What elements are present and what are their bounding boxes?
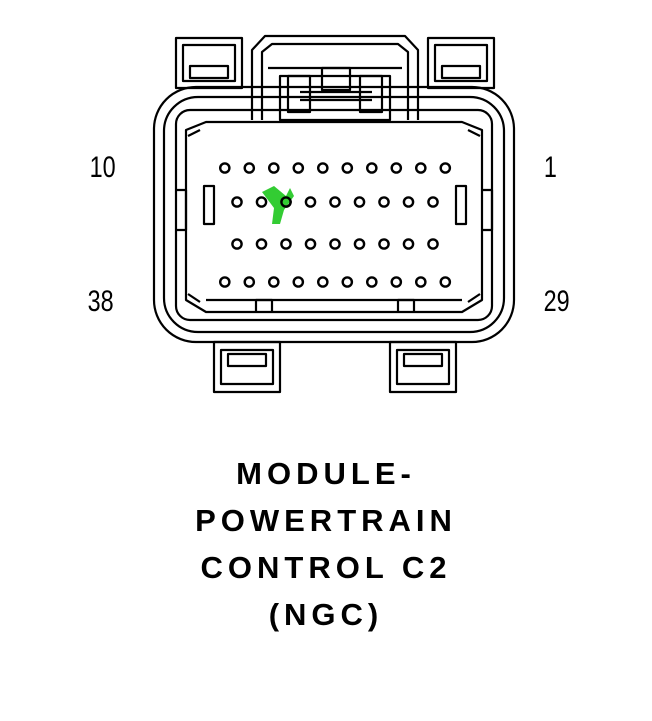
title-line-2: POWERTRAIN: [195, 503, 457, 538]
cavity-pin-icon: [218, 276, 231, 288]
title-line-4: (NGC): [268, 597, 384, 632]
cavity-pin-icon: [439, 162, 452, 174]
cavity-pin-icon: [243, 162, 256, 174]
cavity-pin-icon: [292, 162, 305, 174]
highlighted-pin-icon: [280, 196, 292, 208]
cavity-pin-icon: [341, 162, 354, 174]
cavity-pin-icon: [390, 162, 403, 174]
cavity-pin-icon: [414, 162, 427, 174]
cavity-pin-icon: [414, 276, 427, 288]
connector-title: MODULE- POWERTRAIN CONTROL C2 (NGC): [0, 450, 652, 638]
top-left-latch: [174, 36, 244, 90]
cavity-pin-icon: [231, 238, 243, 250]
title-line-1: MODULE-: [236, 456, 416, 491]
cavity-pin-icon: [267, 276, 280, 288]
cavity-pin-icon: [353, 196, 366, 208]
cavity-pin-icon: [365, 276, 378, 288]
cavity-pin-icon: [378, 196, 390, 208]
cavity-pin-icon: [378, 238, 390, 250]
cavity-pin-icon: [316, 162, 329, 174]
top-right-latch: [426, 36, 496, 90]
cavity-pin-icon: [255, 196, 268, 208]
cavity-pin-icon: [402, 196, 415, 208]
cavity-pin-icon: [365, 162, 378, 174]
cavity-pin-icon: [280, 238, 292, 250]
cavity-pin-icon: [316, 276, 329, 288]
cavity-pin-icon: [390, 276, 403, 288]
cavity-pin-icon: [255, 238, 268, 250]
cavity-pin-icon: [304, 196, 317, 208]
pin-label-10: 10: [90, 150, 116, 183]
cavity-pin-icon: [304, 238, 317, 250]
title-line-3: CONTROL C2: [200, 550, 452, 585]
bottom-left-latch: [212, 340, 282, 394]
cavity-pin-icon: [329, 238, 341, 250]
cavity-pin-icon: [341, 276, 354, 288]
cavity-pin-icon: [402, 238, 415, 250]
cavity-pin-icon: [427, 196, 439, 208]
pin-label-1: 1: [544, 150, 557, 183]
cavity-pin-icon: [243, 276, 256, 288]
pin-label-38: 38: [88, 284, 114, 317]
cavity-pin-icon: [231, 196, 243, 208]
cavity-pin-icon: [292, 276, 305, 288]
cavity-pin-icon: [353, 238, 366, 250]
cavity-pin-icon: [267, 162, 280, 174]
cavity-pin-icon: [218, 162, 231, 174]
pin-cavities: [218, 162, 452, 288]
locator-mark-icon: [262, 186, 294, 224]
center-lock: [250, 34, 420, 122]
cavity-pin-icon: [329, 196, 341, 208]
connector-housing: [152, 85, 516, 344]
bottom-right-latch: [388, 340, 458, 394]
cavity-pin-icon: [427, 238, 439, 250]
cavity-pin-icon: [439, 276, 452, 288]
pin-label-29: 29: [544, 284, 570, 317]
